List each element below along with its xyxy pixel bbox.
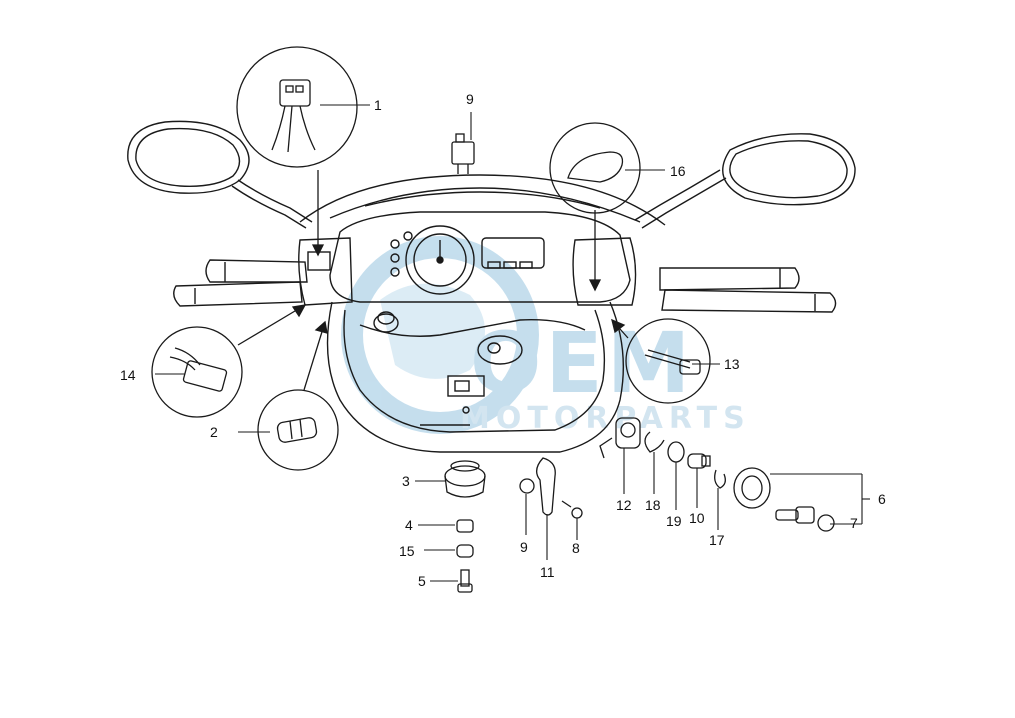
- callout-9-top: 9: [466, 91, 474, 107]
- callout-18: 18: [645, 497, 661, 513]
- callout-12: 12: [616, 497, 632, 513]
- callout-11: 11: [540, 564, 555, 580]
- callout-8: 8: [572, 540, 580, 556]
- small-nut-icon: [519, 478, 535, 494]
- screw-icon: [457, 569, 473, 593]
- callout-15: 15: [399, 543, 415, 559]
- detail-circle-1: [236, 46, 358, 168]
- detail-circle-13: [625, 318, 711, 404]
- callout-labels: 1 2 3 4 5 6 7 8 9 9 10 11 12 13 14 15 16…: [120, 91, 886, 589]
- lock-cap-icon: [733, 467, 771, 509]
- right-switch-housing: [572, 237, 637, 306]
- left-grip: [205, 259, 308, 283]
- right-mirror: [722, 133, 856, 206]
- detail-circle-2: [257, 389, 339, 471]
- connector-plug-icon: [169, 347, 228, 392]
- lock-barrel-icon: [687, 453, 711, 469]
- switch-cap-icon: [567, 151, 624, 183]
- callout-13: 13: [724, 356, 740, 372]
- detail-circle-16: [549, 122, 641, 214]
- dashboard-panel: [329, 211, 631, 303]
- ring-18-icon: [644, 431, 665, 453]
- detail-parts: [151, 46, 835, 593]
- callout-10: 10: [689, 510, 705, 526]
- leader-lines: [155, 104, 870, 582]
- left-mirror: [127, 120, 250, 194]
- handlebar-assembly: [127, 120, 856, 453]
- bulb-socket-icon: [276, 417, 318, 443]
- callout-1: 1: [374, 97, 382, 113]
- fuse-connector-icon: [451, 133, 475, 174]
- ignition-lock-icon: [599, 417, 641, 459]
- o-ring-icon: [667, 441, 685, 463]
- callout-14: 14: [120, 367, 136, 383]
- speedometer-gauge: [405, 225, 475, 295]
- callout-5: 5: [418, 573, 426, 589]
- callout-9-bottom: 9: [520, 539, 528, 555]
- callout-16: 16: [670, 163, 686, 179]
- lower-fairing: [326, 301, 625, 453]
- wire-connector-icon: [644, 349, 701, 375]
- callout-17: 17: [709, 532, 725, 548]
- left-switch-housing: [298, 237, 353, 306]
- callout-19: 19: [666, 513, 682, 529]
- callout-6: 6: [878, 491, 886, 507]
- bolt-icon: [775, 506, 835, 532]
- right-grip: [659, 267, 800, 291]
- detail-circle-14: [151, 326, 243, 418]
- clip-icon: [714, 469, 726, 489]
- round-switch-icon: [444, 460, 486, 498]
- bracket-icon: [536, 457, 556, 516]
- small-screw-icon: [561, 500, 583, 519]
- relay-switch-icon: [271, 79, 316, 153]
- callout-7: 7: [850, 515, 858, 531]
- washer-icon: [456, 544, 474, 558]
- callout-3: 3: [402, 473, 410, 489]
- callout-4: 4: [405, 517, 413, 533]
- watermark: OEM MOTORPARTS: [341, 236, 745, 436]
- nut-icon: [456, 519, 474, 533]
- callout-2: 2: [210, 424, 218, 440]
